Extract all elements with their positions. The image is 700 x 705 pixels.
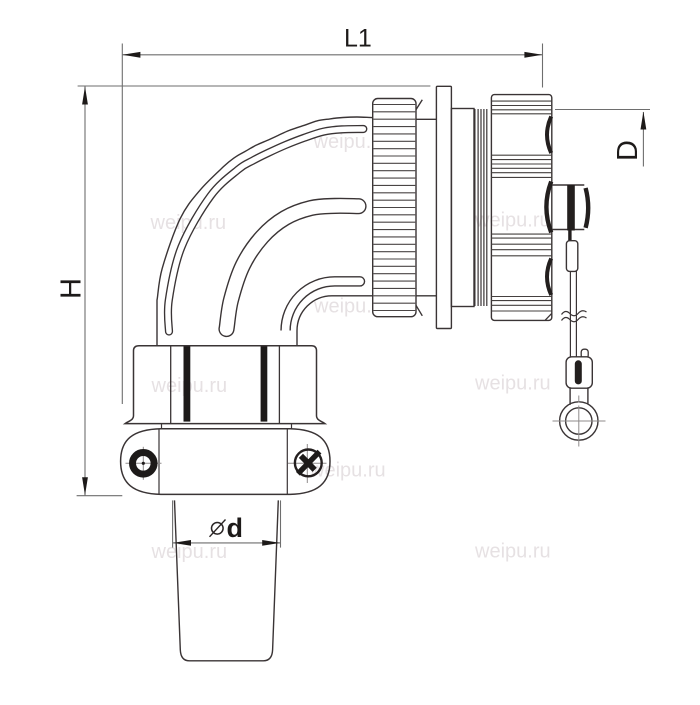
- svg-text:weipu.ru: weipu.ru: [474, 373, 551, 395]
- svg-text:D: D: [612, 140, 644, 161]
- svg-text:weipu.ru: weipu.ru: [313, 131, 390, 153]
- svg-text:d: d: [227, 513, 244, 543]
- svg-text:weipu.ru: weipu.ru: [151, 541, 228, 563]
- svg-text:H: H: [56, 278, 88, 299]
- svg-text:weipu.ru: weipu.ru: [474, 210, 551, 232]
- svg-text:L1: L1: [344, 25, 372, 53]
- svg-text:weipu.ru: weipu.ru: [474, 541, 551, 563]
- svg-text:weipu.ru: weipu.ru: [150, 212, 227, 234]
- svg-text:weipu.ru: weipu.ru: [313, 296, 390, 318]
